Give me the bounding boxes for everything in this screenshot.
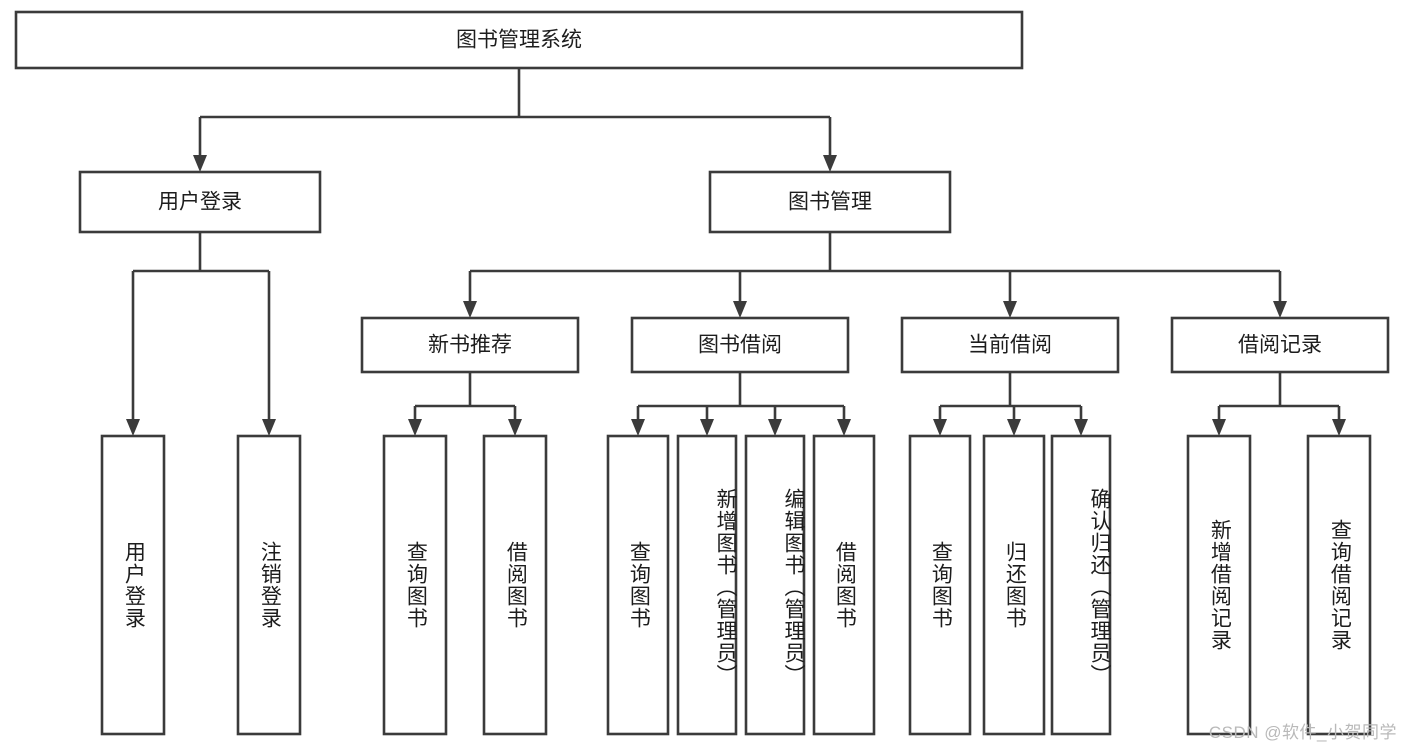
arrow-to-leaf-logout-login-head: [262, 419, 276, 436]
arrow-to-leaf-borrow-book-head: [837, 419, 851, 436]
node-current-borrow[interactable]: [900, 316, 1120, 374]
node-label-root: 图书管理系统: [456, 29, 582, 52]
node-user-login[interactable]: [78, 170, 322, 234]
arrow-to-new-book-recommend-head: [463, 301, 477, 318]
box-layer: [14, 10, 1390, 736]
arrow-to-current-borrow-head: [1003, 301, 1017, 318]
node-label-book-borrow: 图书借阅: [698, 334, 782, 357]
connector-layer: [126, 68, 1346, 436]
node-book-management[interactable]: [708, 170, 952, 234]
arrow-to-leaf-add-borrow-record-head: [1212, 419, 1226, 436]
leaf-leaf-confirm-return-admin[interactable]: [1050, 434, 1112, 736]
node-borrow-record[interactable]: [1170, 316, 1390, 374]
node-label-user-login: 用户登录: [158, 191, 242, 214]
arrow-to-leaf-query-book-cur-head: [933, 419, 947, 436]
leaf-leaf-edit-book-admin[interactable]: [744, 434, 806, 736]
node-label-current-borrow: 当前借阅: [968, 334, 1052, 357]
node-new-book-recommend[interactable]: [360, 316, 580, 374]
arrow-to-leaf-query-book-rec-head: [408, 419, 422, 436]
arrow-to-leaf-user-login-head: [126, 419, 140, 436]
leaf-leaf-return-book[interactable]: [982, 434, 1046, 736]
arrow-to-book-borrow-head: [733, 301, 747, 318]
node-label-book-management: 图书管理: [788, 191, 872, 214]
leaf-leaf-add-borrow-record[interactable]: [1186, 434, 1252, 736]
arrow-to-book-management-head: [823, 155, 837, 172]
arrow-to-leaf-add-book-admin-head: [700, 419, 714, 436]
node-label-new-book-recommend: 新书推荐: [428, 334, 512, 357]
node-undefined[interactable]: [14, 10, 1024, 70]
leaf-leaf-borrow-book-rec[interactable]: [482, 434, 548, 736]
arrow-to-leaf-query-borrow-record-head: [1332, 419, 1346, 436]
arrow-to-leaf-return-book-head: [1007, 419, 1021, 436]
leaf-leaf-query-book-cur[interactable]: [908, 434, 972, 736]
leaf-leaf-add-book-admin[interactable]: [676, 434, 738, 736]
arrow-to-leaf-confirm-return-admin-head: [1074, 419, 1088, 436]
arrow-to-leaf-query-book-borrow-head: [631, 419, 645, 436]
leaf-leaf-query-borrow-record[interactable]: [1306, 434, 1372, 736]
watermark-text: CSDN @软件_小贺同学: [1208, 723, 1397, 742]
leaf-leaf-borrow-book[interactable]: [812, 434, 876, 736]
arrow-to-borrow-record-head: [1273, 301, 1287, 318]
node-label-borrow-record: 借阅记录: [1238, 334, 1322, 357]
leaf-leaf-logout-login[interactable]: [236, 434, 302, 736]
leaf-leaf-query-book-borrow[interactable]: [606, 434, 670, 736]
arrow-to-user-login-head: [193, 155, 207, 172]
node-book-borrow[interactable]: [630, 316, 850, 374]
leaf-leaf-user-login[interactable]: [100, 434, 166, 736]
leaf-leaf-query-book-rec[interactable]: [382, 434, 448, 736]
arrow-to-leaf-edit-book-admin-head: [768, 419, 782, 436]
arrow-to-leaf-borrow-book-rec-head: [508, 419, 522, 436]
